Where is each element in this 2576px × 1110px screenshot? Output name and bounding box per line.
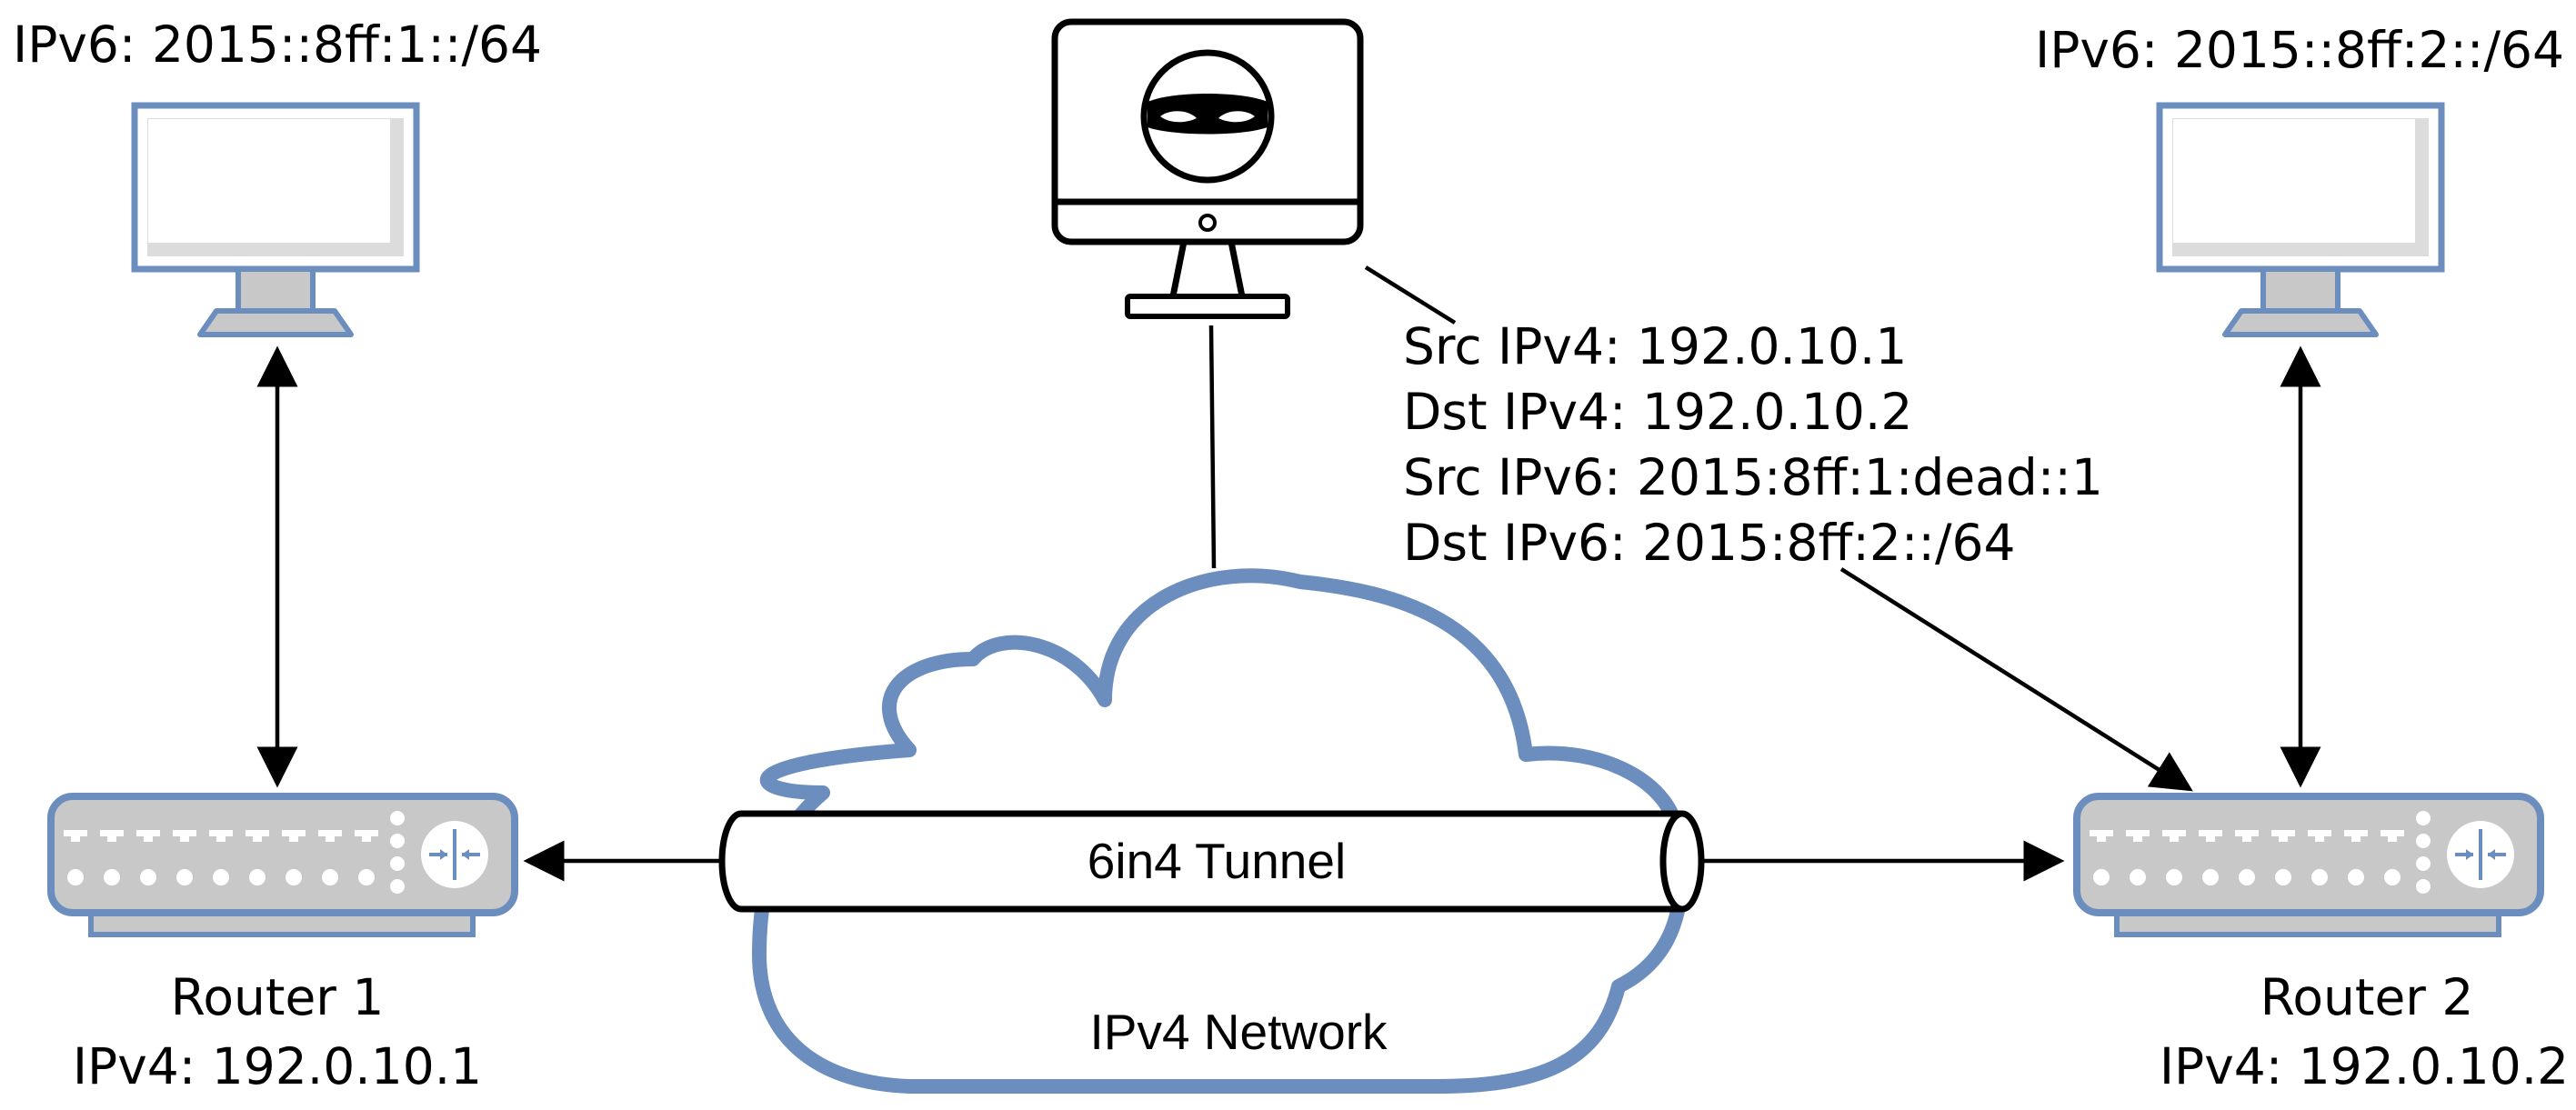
router-left-icon: [47, 793, 518, 937]
spoofed-packet-arrow: [1839, 567, 2193, 792]
host-left-ipv6-label: IPv6: 2015::8ff:1::/64: [13, 15, 542, 74]
router-right-ipv4: IPv4: 192.0.10.2: [2159, 1037, 2570, 1095]
connector-lines: [256, 265, 2321, 882]
packet-dst-ipv6: Dst IPv6: 2015:8ff:2::/64: [1403, 514, 2016, 572]
host-left-computer-icon: [131, 102, 420, 337]
host-right-computer-icon: [2156, 102, 2445, 337]
packet-src-ipv4: Src IPv4: 192.0.10.1: [1403, 317, 1908, 375]
network-label: IPv4 Network: [1089, 1004, 1388, 1060]
attacker-to-cloud-link: [1208, 325, 1217, 569]
ipv4-network-cloud: [752, 568, 1689, 1094]
masked-hacker-icon: [1140, 49, 1275, 184]
tunnel-label: 6in4 Tunnel: [1087, 833, 1347, 889]
router-left-ipv4: IPv4: 192.0.10.1: [72, 1037, 483, 1095]
router-right-icon: [2073, 793, 2544, 937]
tunnel-pipe: [718, 810, 1705, 913]
packet-src-ipv6: Src IPv6: 2015:8ff:1:dead::1: [1403, 448, 2103, 506]
host-right-ipv6-label: IPv6: 2015::8ff:2::/64: [2035, 21, 2564, 79]
attacker-callout-line: [1364, 265, 1457, 325]
router-left-name: Router 1: [170, 968, 385, 1026]
attacker-monitor-icon: [1051, 18, 1364, 319]
router-right-name: Router 2: [2260, 968, 2474, 1026]
packet-dst-ipv4: Dst IPv4: 192.0.10.2: [1403, 383, 1913, 441]
